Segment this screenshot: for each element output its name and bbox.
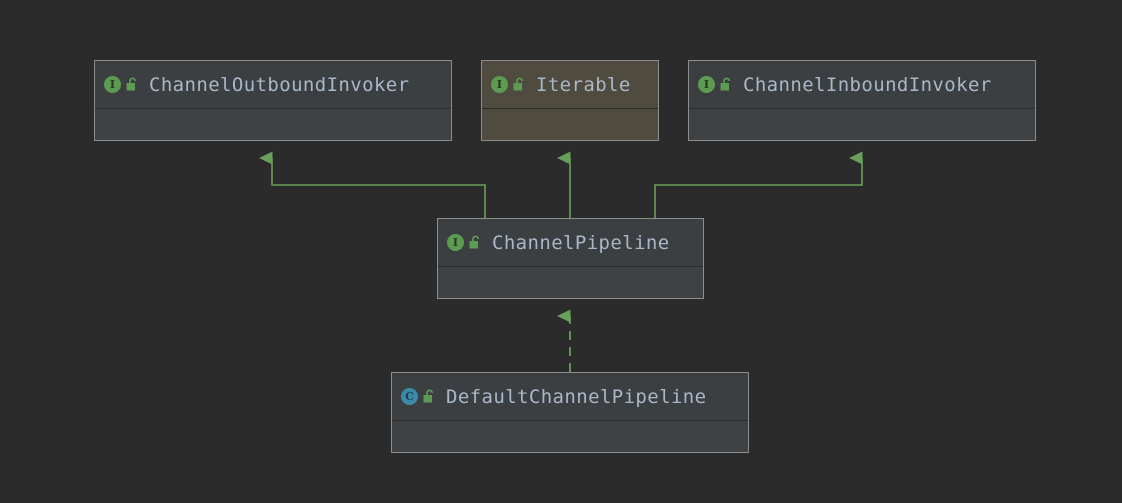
node-members-compartment <box>95 109 451 140</box>
interface-icon: I <box>698 76 715 93</box>
node-title: Iterable <box>536 73 631 96</box>
node-header: I Iterable <box>482 61 658 109</box>
edge-pipeline-to-inbound <box>654 151 863 218</box>
uml-node-channeloutboundinvoker[interactable]: I ChannelOutboundInvoker <box>94 60 452 141</box>
node-header: C DefaultChannelPipeline <box>392 373 748 421</box>
node-title: ChannelOutboundInvoker <box>149 73 410 96</box>
node-title: DefaultChannelPipeline <box>446 385 707 408</box>
uml-node-channelpipeline[interactable]: I ChannelPipeline <box>437 218 704 299</box>
unlocked-padlock-icon <box>468 235 482 250</box>
interface-icon: I <box>491 76 508 93</box>
node-title: ChannelInboundInvoker <box>743 73 992 96</box>
class-icon: C <box>401 388 418 405</box>
edge-pipeline-to-outbound <box>259 151 486 218</box>
node-members-compartment <box>438 267 703 298</box>
unlocked-padlock-icon <box>422 389 436 404</box>
node-header: I ChannelPipeline <box>438 219 703 267</box>
interface-icon: I <box>104 76 121 93</box>
node-members-compartment <box>482 109 658 140</box>
uml-node-iterable[interactable]: I Iterable <box>481 60 659 141</box>
node-header: I ChannelOutboundInvoker <box>95 61 451 109</box>
uml-node-defaultchannelpipeline[interactable]: C DefaultChannelPipeline <box>391 372 749 453</box>
node-title: ChannelPipeline <box>492 231 670 254</box>
node-members-compartment <box>392 421 748 452</box>
node-header: I ChannelInboundInvoker <box>689 61 1035 109</box>
interface-icon: I <box>447 234 464 251</box>
node-members-compartment <box>689 109 1035 140</box>
uml-node-channelinboundinvoker[interactable]: I ChannelInboundInvoker <box>688 60 1036 141</box>
unlocked-padlock-icon <box>512 77 526 92</box>
unlocked-padlock-icon <box>125 77 139 92</box>
unlocked-padlock-icon <box>719 77 733 92</box>
